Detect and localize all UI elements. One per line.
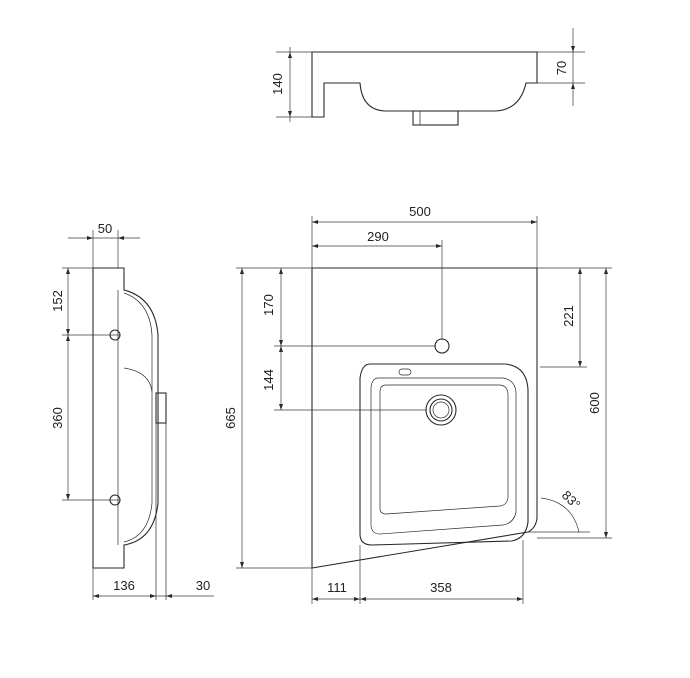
dim-140: 140 [270,73,285,95]
dim-221: 221 [561,305,576,327]
dim-500: 500 [409,204,431,219]
dim-290: 290 [367,229,389,244]
top-view: 140 70 [270,28,585,126]
dim-170: 170 [261,294,276,316]
front-view: 500 290 665 170 144 221 600 83° 11 [223,204,612,604]
dim-152: 152 [50,290,65,312]
side-view: 50 152 360 136 30 [50,221,214,600]
dim-358: 358 [430,580,452,595]
dim-angle-83: 83° [559,488,584,513]
dim-360: 360 [50,407,65,429]
dim-665: 665 [223,407,238,429]
dim-111: 111 [327,580,347,595]
dimension-arrowheads [66,46,608,601]
dim-136: 136 [113,578,135,593]
dim-600: 600 [587,392,602,414]
dim-144: 144 [261,369,276,391]
dim-70: 70 [554,61,569,75]
dim-50: 50 [98,221,112,236]
tap-hole-icon [434,338,450,354]
dim-30: 30 [196,578,210,593]
